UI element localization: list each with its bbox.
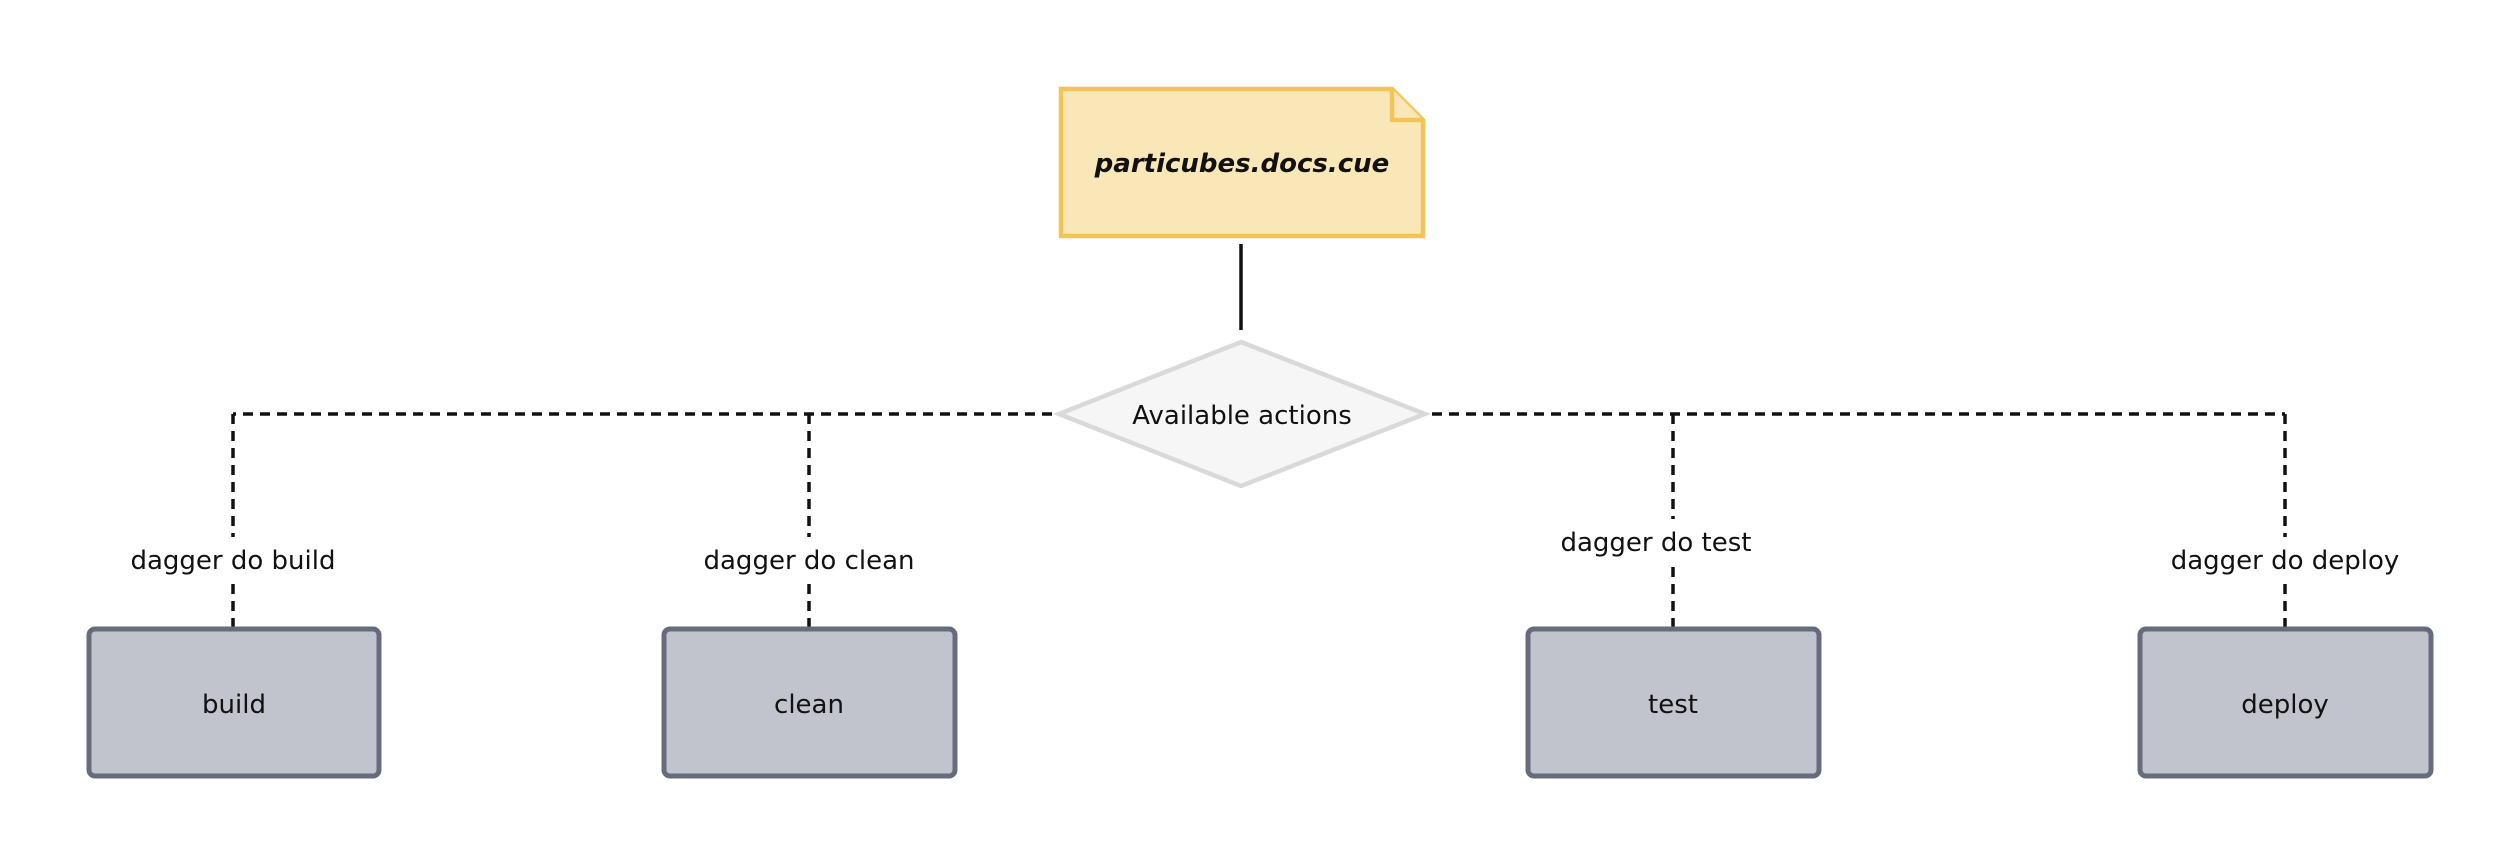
action-node-test[interactable]: test [1525,626,1822,779]
edge-label-bg-test [1562,519,1756,565]
action-node-build[interactable]: build [86,626,382,779]
edge-label-test: dagger do test [1560,528,1751,558]
action-node-clean[interactable]: clean [661,626,958,779]
hub-diamond [1052,339,1432,489]
hub-label: Available actions [1132,401,1352,431]
action-label-test: test [1648,690,1698,720]
action-box-test [1525,626,1822,779]
edge-label-bg-deploy [2175,537,2395,583]
edge-label-clean: dagger do clean [704,546,915,576]
action-label-clean: clean [774,690,844,720]
action-label-build: build [202,690,266,720]
edge-labels: dagger do build dagger do clean dagger d… [130,519,2399,583]
hub-node[interactable]: Available actions [1052,339,1432,489]
edge-label-deploy: dagger do deploy [2171,546,2400,576]
action-box-clean [661,626,958,779]
action-box-build [86,626,382,779]
edge-label-bg-build [130,537,336,583]
action-box-deploy [2137,626,2434,779]
file-node[interactable]: particubes.docs.cue [1058,86,1426,239]
file-label: particubes.docs.cue [1094,149,1390,179]
action-node-deploy[interactable]: deploy [2137,626,2434,779]
file-icon [1058,86,1426,239]
file-fold-corner [1389,89,1423,123]
edge-label-build: dagger do build [130,546,335,576]
edge-label-bg-clean [706,537,912,583]
action-label-deploy: deploy [2241,690,2329,720]
